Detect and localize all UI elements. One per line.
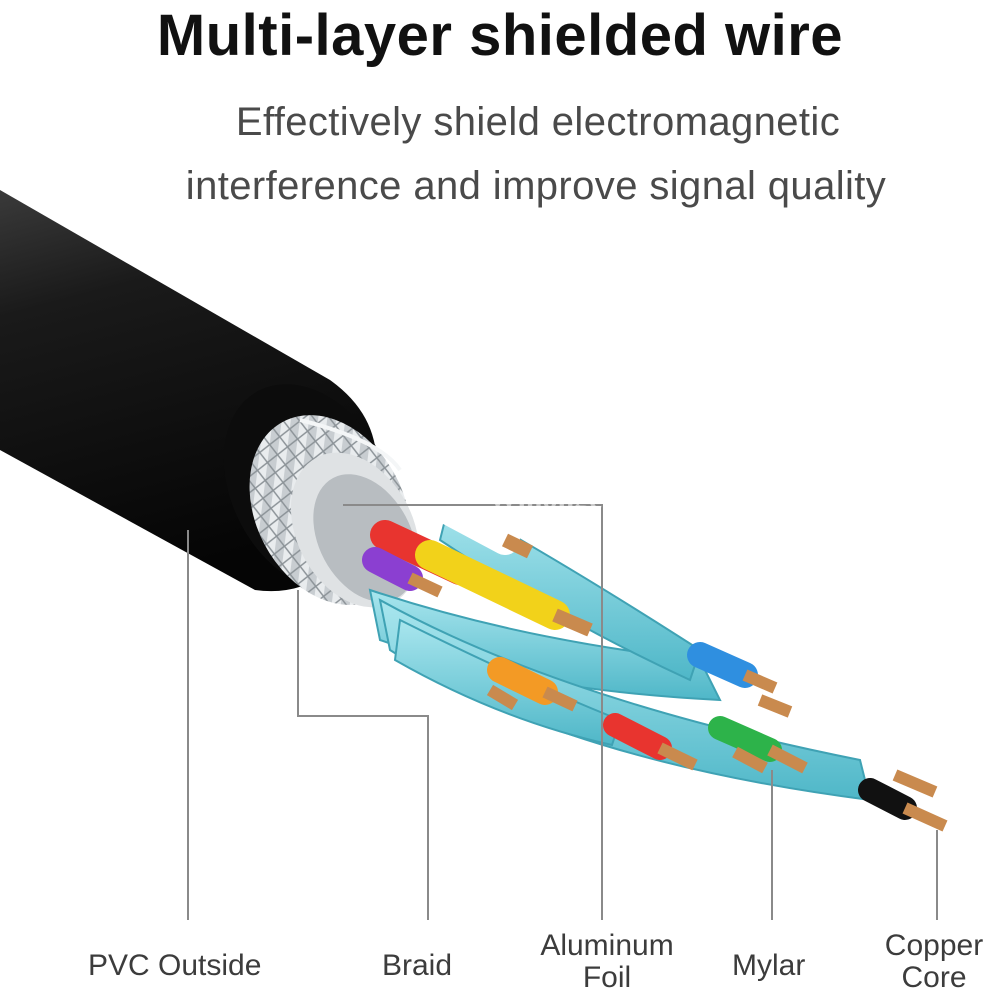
label-mylar: Mylar xyxy=(732,949,806,982)
wire-red-2 xyxy=(603,713,698,771)
wire-green xyxy=(708,716,808,774)
leader-lines xyxy=(187,504,938,920)
subtitle-line-2: interference and improve signal quality xyxy=(185,164,887,208)
leader-foil xyxy=(343,504,603,920)
label-aluminum-foil: Aluminum Foil xyxy=(527,930,687,994)
label-pvc-outside: PVC Outside xyxy=(88,949,262,982)
label-copper-line1: Copper xyxy=(884,929,984,962)
wire-purple xyxy=(362,547,443,598)
page-title: Multi-layer shielded wire xyxy=(156,3,844,68)
mylar-pairs xyxy=(368,498,872,802)
label-copper-core: Copper Core xyxy=(874,930,994,994)
wire-blue xyxy=(687,642,793,718)
label-copper-line2: Core xyxy=(901,961,967,994)
label-braid: Braid xyxy=(382,949,453,982)
label-foil-line1: Aluminum xyxy=(540,929,674,962)
wire-yellow xyxy=(415,540,593,637)
label-foil-line2: Foil xyxy=(582,961,632,994)
leader-braid xyxy=(297,590,429,920)
wire-white xyxy=(415,485,534,559)
wire-orange xyxy=(486,657,578,712)
subtitle-line-1: Effectively shield electromagnetic xyxy=(235,100,841,144)
watermark: Winongelove xyxy=(488,482,655,515)
wire-black xyxy=(858,769,948,832)
